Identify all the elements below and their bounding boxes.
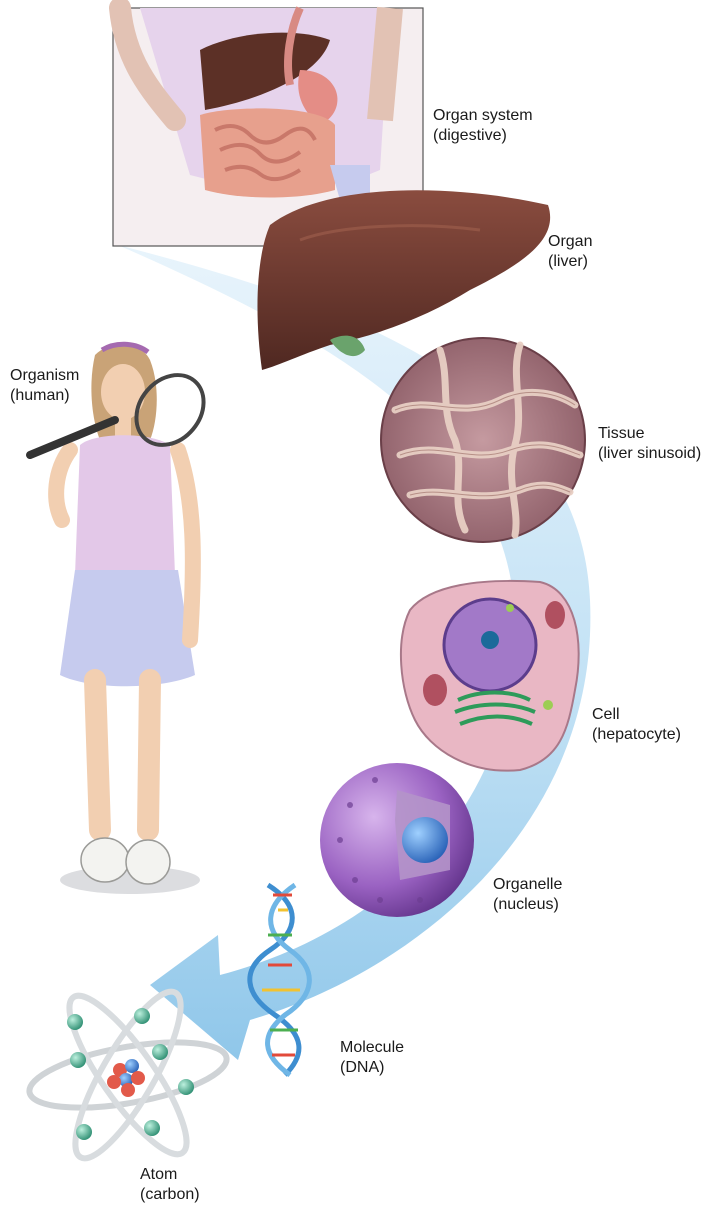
label-tissue: Tissue (liver sinusoid) <box>598 424 701 464</box>
label-name: Tissue <box>598 424 701 444</box>
label-organ: Organ (liver) <box>548 232 592 272</box>
label-name: Cell <box>592 705 681 725</box>
label-detail: (human) <box>10 386 79 406</box>
label-molecule: Molecule (DNA) <box>340 1038 404 1078</box>
cell-illustration <box>401 581 579 771</box>
label-detail: (hepatocyte) <box>592 725 681 745</box>
label-name: Organ <box>548 232 592 252</box>
label-name: Organism <box>10 366 79 386</box>
human-illustration <box>30 344 217 894</box>
organelle-illustration <box>320 763 474 917</box>
label-name: Organelle <box>493 875 562 895</box>
tissue-illustration <box>381 338 585 542</box>
label-detail: (nucleus) <box>493 895 562 915</box>
label-atom: Atom (carbon) <box>140 1165 200 1205</box>
label-detail: (DNA) <box>340 1058 404 1078</box>
label-detail: (liver) <box>548 252 592 272</box>
label-cell: Cell (hepatocyte) <box>592 705 681 745</box>
label-detail: (carbon) <box>140 1185 200 1205</box>
label-name: Organ system <box>433 106 533 126</box>
label-organ-system: Organ system (digestive) <box>433 106 533 146</box>
label-name: Molecule <box>340 1038 404 1058</box>
label-detail: (liver sinusoid) <box>598 444 701 464</box>
label-detail: (digestive) <box>433 126 533 146</box>
label-name: Atom <box>140 1165 200 1185</box>
label-organelle: Organelle (nucleus) <box>493 875 562 915</box>
label-organism: Organism (human) <box>10 366 79 406</box>
